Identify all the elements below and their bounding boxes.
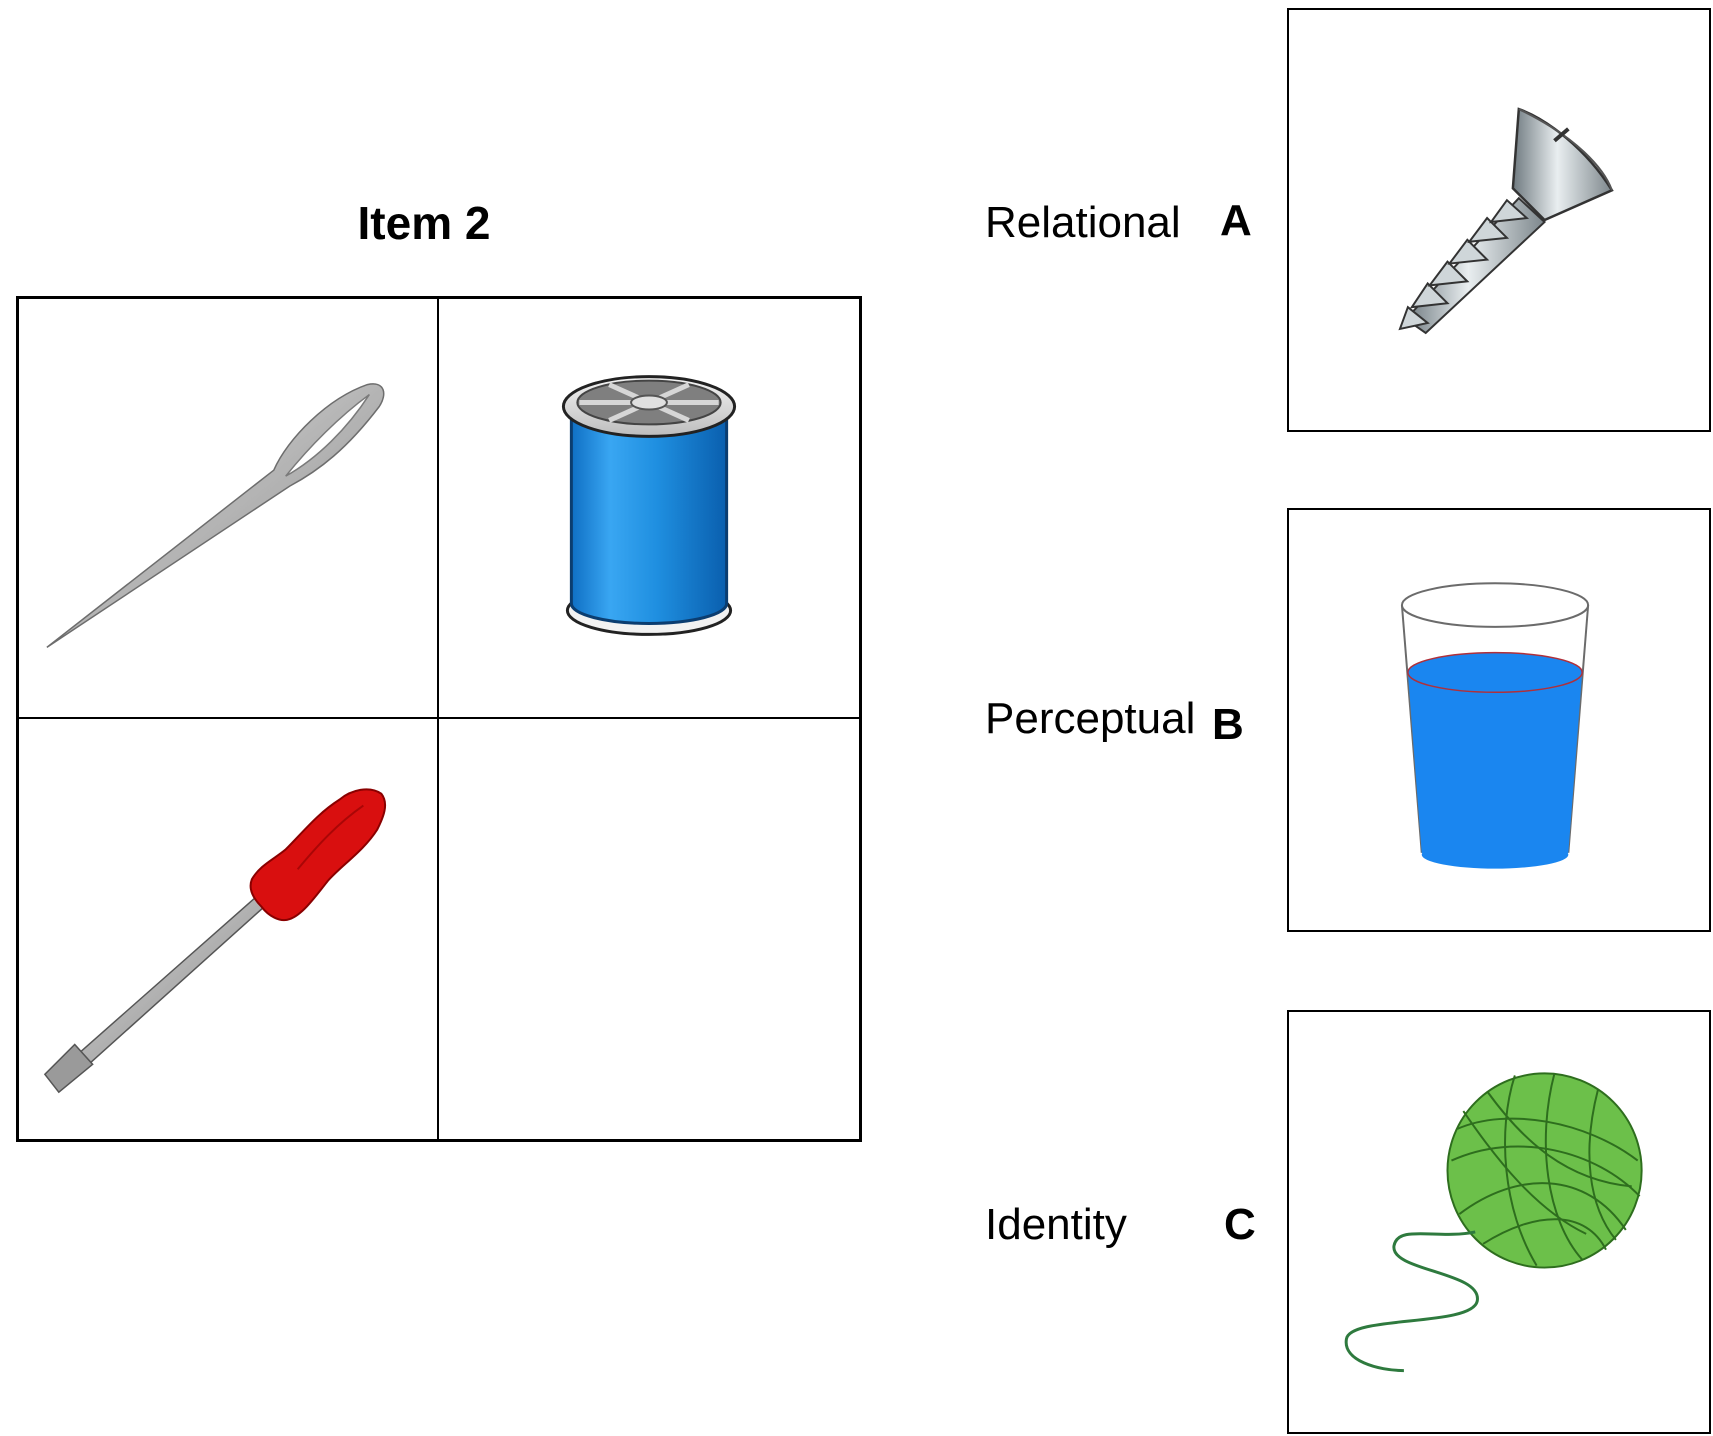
thread-spool-icon <box>561 375 737 636</box>
item-title: Item 2 <box>357 197 491 249</box>
grid-cell-top-right[interactable] <box>439 299 859 719</box>
option-b-label: Perceptual <box>985 694 1196 743</box>
screwdriver-icon <box>43 788 387 1094</box>
grid-cell-bottom-left[interactable] <box>19 719 439 1139</box>
option-a-letter: A <box>1220 196 1252 245</box>
option-a-card[interactable] <box>1287 8 1711 432</box>
option-a-label: Relational <box>985 198 1181 247</box>
screw-icon <box>1398 107 1614 335</box>
option-c-label: Identity <box>985 1200 1127 1249</box>
needle-icon <box>46 383 385 648</box>
option-b-letter: B <box>1212 700 1244 749</box>
yarn-ball-icon <box>1344 1072 1643 1373</box>
option-c-card[interactable] <box>1287 1010 1711 1434</box>
analogy-grid <box>16 296 862 1142</box>
option-b-card[interactable] <box>1287 508 1711 932</box>
glass-of-water-icon <box>1400 582 1590 869</box>
grid-cell-bottom-right-empty[interactable] <box>439 719 859 1139</box>
grid-cell-top-left[interactable] <box>19 299 439 719</box>
option-c-letter: C <box>1224 1200 1256 1249</box>
